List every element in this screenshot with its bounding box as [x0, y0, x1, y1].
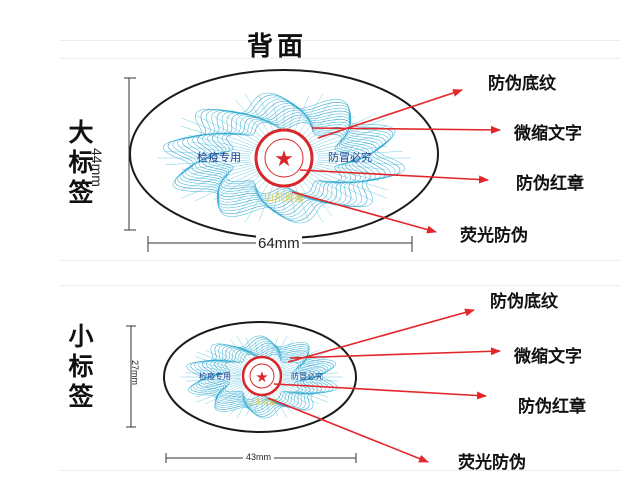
large-left-text: 检疫专用	[197, 150, 241, 164]
large-right-text: 防冒必究	[328, 150, 372, 164]
small-seal-star: ★	[255, 368, 268, 386]
large-side-char-1: 大	[66, 118, 96, 148]
small-side-char-3: 签	[66, 382, 96, 412]
small-side-char-1: 小	[66, 322, 96, 352]
small-label-side-title: 小 标 签	[66, 322, 96, 412]
large-seal-star: ★	[274, 147, 294, 172]
small-callout-red-seal: 防伪红章	[518, 392, 586, 417]
large-callout-red-seal: 防伪红章	[516, 169, 584, 194]
small-left-text: 检疫专用	[199, 371, 231, 381]
small-right-text: 防冒必究	[291, 371, 323, 381]
large-width-dim: 64mm	[256, 235, 302, 252]
small-callout-anti-counterfeit-pattern: 防伪底纹	[490, 287, 558, 312]
large-label: ★ 检疫专用 防冒必究 山东省畜	[124, 70, 500, 252]
large-callout-micro-text: 微缩文字	[514, 119, 582, 144]
small-width-dim: 43mm	[243, 452, 274, 462]
small-callout-fluorescent: 荧光防伪	[458, 448, 526, 473]
small-label: ★ 检疫专用 防冒必究 山东省畜	[126, 310, 500, 463]
large-height-dim: 44mm	[89, 148, 105, 187]
small-callout-micro-text: 微缩文字	[514, 342, 582, 367]
large-callout-fluorescent: 荧光防伪	[460, 221, 528, 246]
small-side-char-2: 标	[66, 352, 96, 382]
small-fluor-text: 山东省畜	[248, 397, 276, 406]
large-callout-anti-counterfeit-pattern: 防伪底纹	[488, 69, 556, 94]
page-title: 背面	[247, 26, 307, 63]
small-height-dim: 27mm	[130, 360, 140, 385]
